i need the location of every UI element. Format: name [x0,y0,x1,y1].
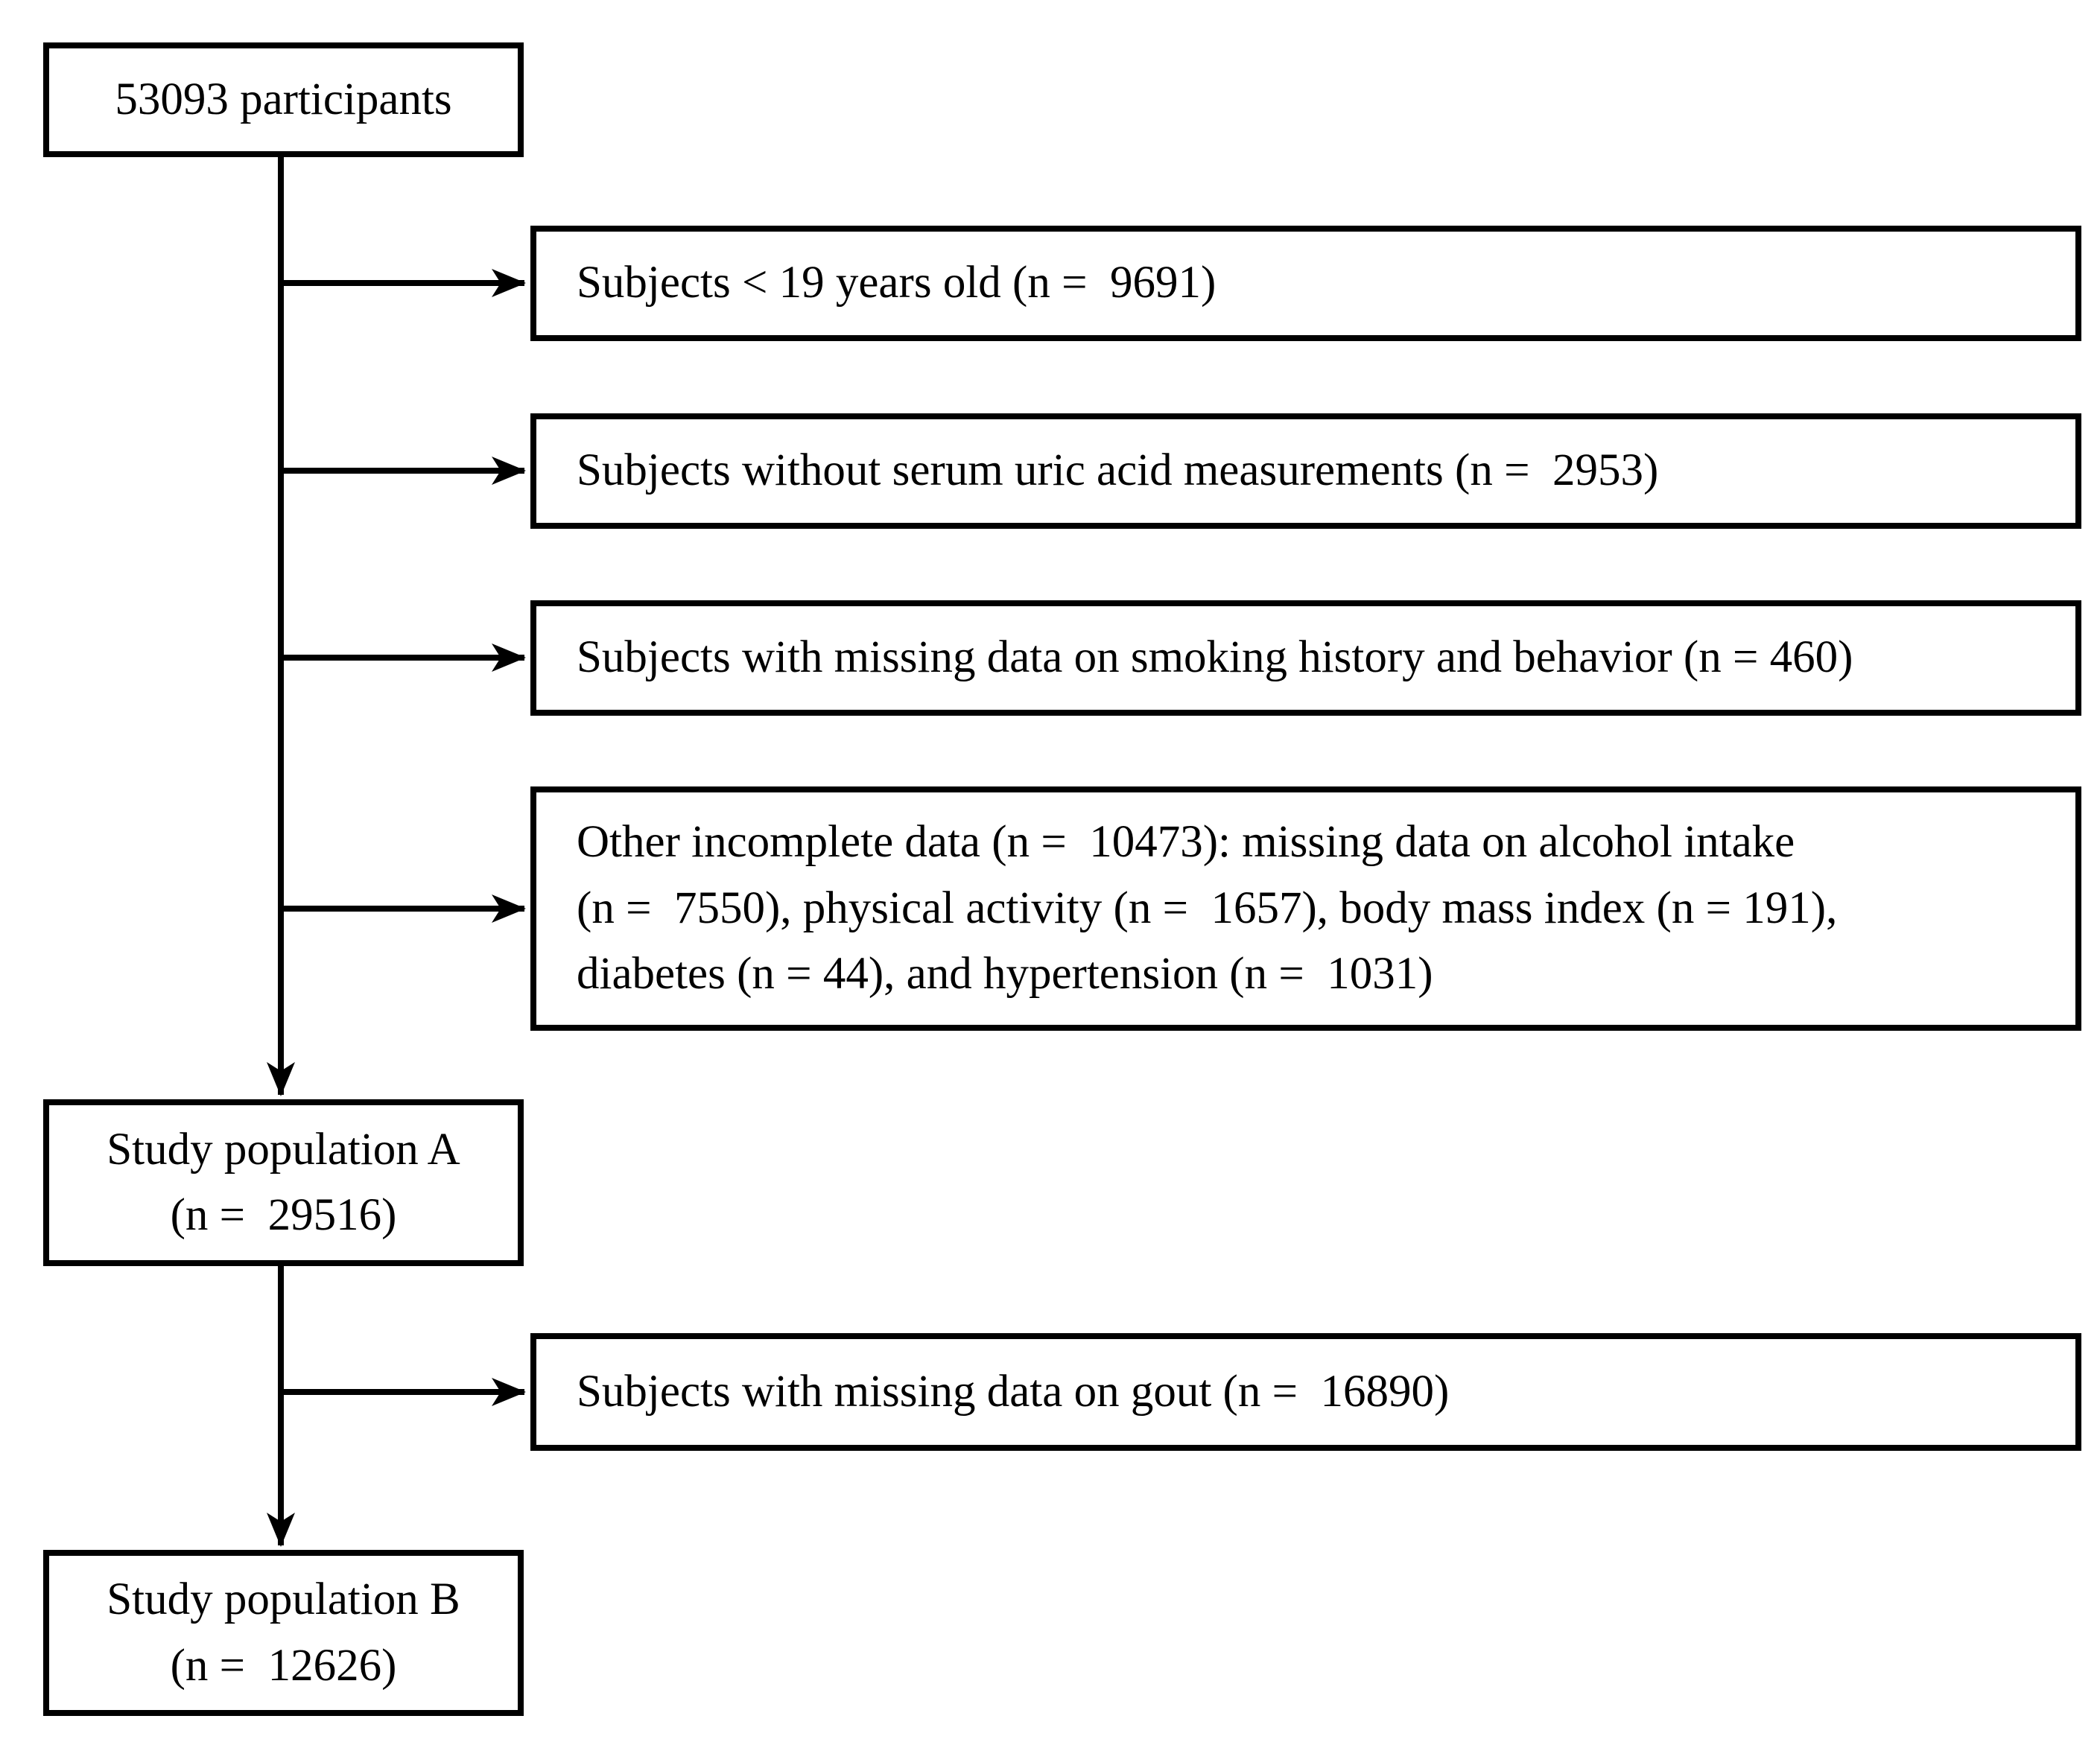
exclusion-other-line-1: Other incomplete data (n = 10473): missi… [577,817,1795,868]
node-exclusion-age: Subjects < 19 years old (n = 9691) [530,226,2081,341]
exclusion-other-line-2: (n = 7550), physical activity (n = 1657)… [577,883,1838,933]
exclusion-smoking-label: Subjects with missing data on smoking hi… [577,632,1853,683]
node-population-b: Study population B (n = 12626) [43,1550,524,1716]
population-b-name: Study population B [107,1574,460,1625]
population-b-count: (n = 12626) [170,1640,397,1691]
node-participants: 53093 participants [43,42,524,157]
exclusion-uric-acid-label: Subjects without serum uric acid measure… [577,445,1659,496]
exclusion-gout-label: Subjects with missing data on gout (n = … [577,1366,1450,1417]
exclusion-age-label: Subjects < 19 years old (n = 9691) [577,258,1216,308]
population-a-name: Study population A [107,1124,460,1175]
node-exclusion-uric-acid: Subjects without serum uric acid measure… [530,413,2081,529]
participants-label: 53093 participants [115,74,452,124]
node-population-a: Study population A (n = 29516) [43,1099,524,1266]
node-exclusion-other: Other incomplete data (n = 10473): missi… [530,786,2081,1031]
node-exclusion-smoking: Subjects with missing data on smoking hi… [530,600,2081,716]
population-a-count: (n = 29516) [170,1190,397,1240]
node-exclusion-gout: Subjects with missing data on gout (n = … [530,1333,2081,1451]
exclusion-other-line-3: diabetes (n = 44), and hypertension (n =… [577,949,1433,999]
